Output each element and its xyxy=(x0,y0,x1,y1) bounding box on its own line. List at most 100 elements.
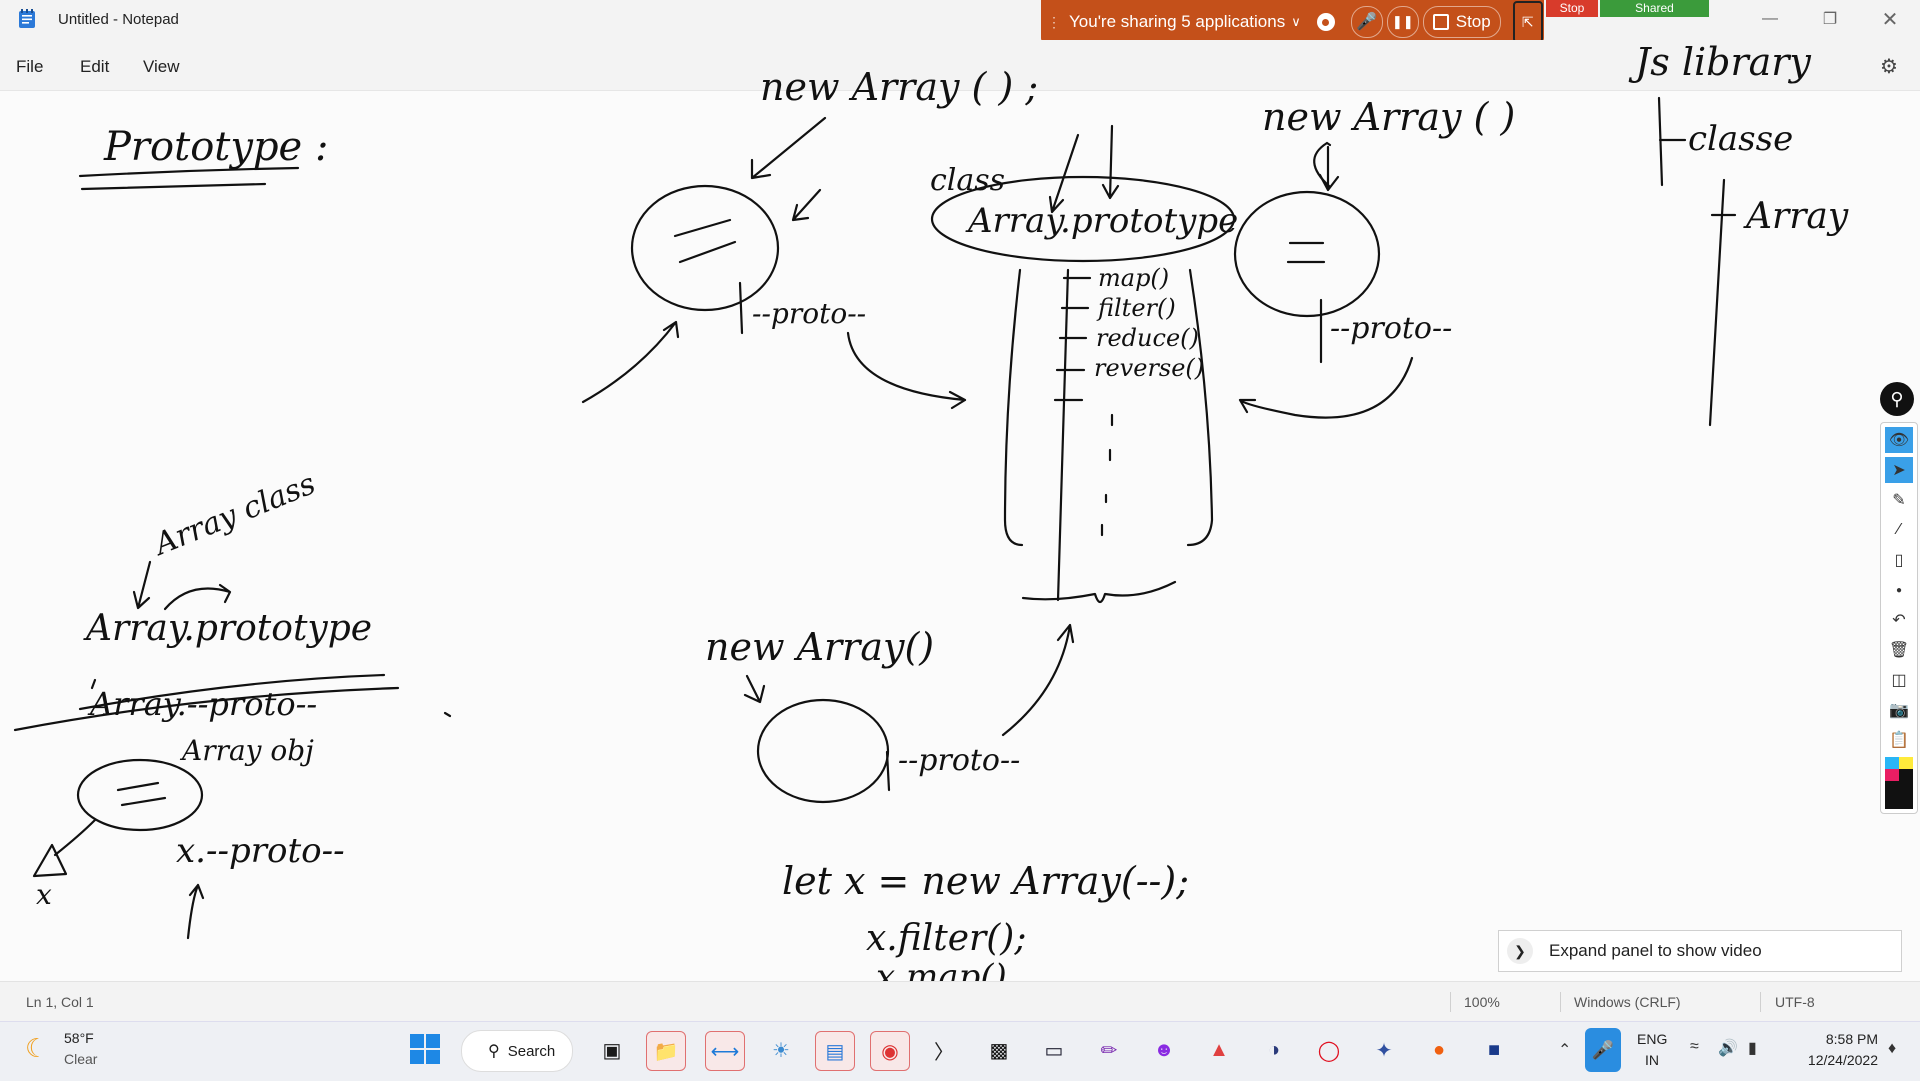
proto-label-3: --proto-- xyxy=(898,743,1020,778)
paint-app-icon[interactable]: ▲ xyxy=(1209,1038,1229,1061)
task-view-icon[interactable]: ▣ xyxy=(602,1039,622,1062)
close-button[interactable]: ✕ xyxy=(1881,8,1899,31)
method-reduce: reduce() xyxy=(1096,324,1199,352)
stop-share-button[interactable]: Stop xyxy=(1422,6,1501,38)
new-array-top-right: new Array ( ) xyxy=(1262,95,1515,139)
taskbar-search[interactable]: ⚲ Search xyxy=(461,1030,573,1072)
photos-icon[interactable]: ☀ xyxy=(772,1039,790,1062)
moon-weather-icon[interactable]: ☾ xyxy=(25,1033,49,1063)
array-proto-struck: Array.--proto-- xyxy=(87,685,317,723)
notepad-icon xyxy=(19,9,35,28)
vscode-icon[interactable]: ⟷ xyxy=(705,1031,745,1071)
clock-time[interactable]: 8:58 PM xyxy=(1825,1031,1878,1047)
notification-bell-icon[interactable]: ♦ xyxy=(1888,1040,1897,1057)
annotation-toolbar: 👁 ➤ ✎ ∕ ▯ ● ↶ 🗑 ◫ 📷 📋 xyxy=(1880,422,1918,814)
array-tree-label: Array xyxy=(1743,196,1849,237)
x-proto-label: x.--proto-- xyxy=(176,831,345,871)
camera-icon[interactable]: 📷 xyxy=(1889,702,1909,719)
eraser-icon[interactable]: ▯ xyxy=(1894,552,1904,569)
drag-handle-icon[interactable]: ⋮ xyxy=(1047,13,1061,30)
language-top[interactable]: ENG xyxy=(1637,1031,1668,1047)
status-bar: Ln 1, Col 1 100% Windows (CRLF) UTF-8 xyxy=(0,981,1920,1022)
encoding: UTF-8 xyxy=(1775,994,1815,1010)
undo-icon[interactable]: ↶ xyxy=(1892,612,1906,629)
trash-icon[interactable]: 🗑 xyxy=(1888,642,1910,659)
array-obj-label: Array obj xyxy=(179,734,314,767)
filter-call: x.filter(); xyxy=(866,918,1026,959)
proto-label-2: --proto-- xyxy=(1330,311,1452,346)
microphone-icon[interactable]: 🎤 xyxy=(1585,1028,1621,1072)
window-title: Untitled - Notepad xyxy=(58,11,179,28)
expand-panel[interactable]: ❯ Expand panel to show video xyxy=(1498,930,1902,972)
text-editor[interactable] xyxy=(0,91,1920,981)
mysql-icon[interactable]: ▭ xyxy=(1044,1039,1064,1062)
language-bottom[interactable]: IN xyxy=(1645,1052,1659,1068)
search-icon: ⚲ xyxy=(488,1043,500,1060)
screen-share-bar: ⋮ You're sharing 5 applications ∨ 🎤 ❚❚ S… xyxy=(1041,0,1544,44)
clock-date[interactable]: 12/24/2022 xyxy=(1807,1052,1878,1068)
menu-edit[interactable]: Edit xyxy=(80,57,110,76)
settings-gear-icon[interactable]: ⚙ xyxy=(1880,56,1898,78)
minimize-button[interactable]: — xyxy=(1762,10,1778,27)
line-ending: Windows (CRLF) xyxy=(1574,994,1681,1010)
eye-icon[interactable]: 👁 xyxy=(1885,427,1913,453)
wifi-icon[interactable]: ≈ xyxy=(1690,1038,1699,1055)
webex-icon[interactable]: ■ xyxy=(1487,1038,1501,1061)
windows-start-icon[interactable] xyxy=(410,1034,440,1064)
menu-file[interactable]: File xyxy=(16,57,44,76)
restore-button[interactable]: ❐ xyxy=(1822,11,1838,28)
chevron-up-icon[interactable]: ⌃ xyxy=(1558,1042,1572,1059)
pen-tool-icon[interactable]: ⚲ xyxy=(1880,382,1914,416)
intellij-icon[interactable]: ✦ xyxy=(1375,1039,1393,1062)
shared-tag: Shared xyxy=(1600,0,1709,17)
record-icon[interactable] xyxy=(1316,13,1335,31)
volume-icon[interactable]: 🔊 xyxy=(1718,1040,1738,1057)
x-label: x xyxy=(36,878,52,911)
eclipse-icon[interactable]: ◑ xyxy=(1267,1038,1281,1061)
clipboard-icon[interactable]: 📋 xyxy=(1889,732,1909,749)
sharing-status[interactable]: You're sharing 5 applications xyxy=(1069,12,1286,31)
pen-icon[interactable]: ∕ xyxy=(1897,521,1901,538)
array-class-label: Array class xyxy=(147,466,320,563)
firefox-icon[interactable]: ● xyxy=(1432,1038,1446,1061)
classe-label: classe xyxy=(1688,119,1793,159)
chevron-down-icon[interactable]: ∨ xyxy=(1291,14,1301,29)
cursor-position: Ln 1, Col 1 xyxy=(26,994,94,1010)
prototype-heading: Prototype : xyxy=(103,124,328,170)
method-reverse: reverse() xyxy=(1094,354,1204,382)
class-label: class xyxy=(930,163,1005,198)
weather-temp[interactable]: 58°F xyxy=(64,1030,94,1046)
board-icon[interactable]: ◫ xyxy=(1891,672,1907,689)
opera-icon[interactable]: ◯ xyxy=(1317,1039,1341,1062)
weather-desc[interactable]: Clear xyxy=(64,1051,98,1067)
method-map: map() xyxy=(1098,264,1169,292)
color-palette[interactable] xyxy=(1885,757,1913,809)
zoom-level: 100% xyxy=(1464,994,1500,1010)
pen-app-icon[interactable]: ✏ xyxy=(1100,1039,1118,1062)
proto-label-1: --proto-- xyxy=(752,297,866,330)
masked-app-icon[interactable]: ☻ xyxy=(1153,1038,1175,1061)
search-label: Search xyxy=(507,1042,556,1060)
js-library-label: Js library xyxy=(1628,40,1811,84)
chrome-icon[interactable]: ◉ xyxy=(870,1031,910,1071)
notepad-taskbar-icon[interactable]: ▤ xyxy=(815,1031,855,1071)
dot-icon[interactable]: ● xyxy=(1895,584,1903,596)
let-statement: let x = new Array(--); xyxy=(782,859,1189,903)
expand-panel-label: Expand panel to show video xyxy=(1549,941,1762,960)
pointer-icon[interactable]: ➤ xyxy=(1885,457,1913,483)
battery-icon[interactable]: ▮ xyxy=(1748,1040,1757,1057)
terminal-icon[interactable]: 〉 xyxy=(934,1041,954,1064)
menu-bar xyxy=(0,40,1920,91)
menu-view[interactable]: View xyxy=(143,57,180,76)
array-prototype-lower: Array.prototype xyxy=(83,608,372,649)
cmd-icon[interactable]: ▩ xyxy=(989,1039,1009,1062)
pause-icon[interactable]: ❚❚ xyxy=(1386,6,1419,38)
chevron-right-icon[interactable]: ❯ xyxy=(1507,938,1533,964)
mic-icon[interactable]: 🎤 xyxy=(1350,6,1383,38)
file-explorer-icon[interactable]: 📁 xyxy=(646,1031,686,1071)
marker-icon[interactable]: ✎ xyxy=(1892,492,1906,509)
stop-tag[interactable]: Stop xyxy=(1546,0,1598,17)
new-array-top-left: new Array ( ) ; xyxy=(760,65,1038,109)
array-prototype-label: Array.prototype xyxy=(965,201,1238,241)
